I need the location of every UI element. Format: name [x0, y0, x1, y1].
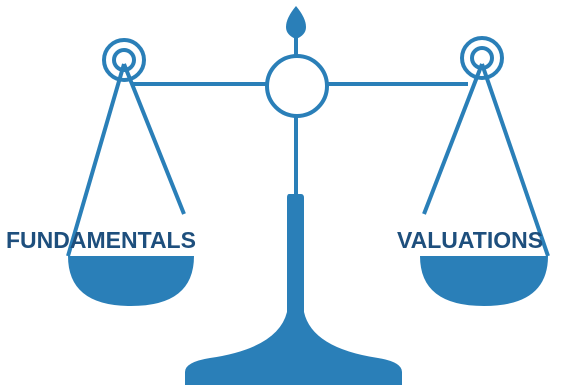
left-pan-string-outer [66, 63, 126, 257]
right-pan-string-outer [480, 63, 550, 257]
scale-beam-left [131, 82, 267, 86]
flame-finial-icon [286, 6, 306, 39]
right-pan-string-inner [422, 63, 484, 215]
left-pan-label: FUNDAMENTALS [6, 227, 196, 253]
scale-base [185, 194, 402, 385]
left-pan-bowl [68, 256, 194, 306]
right-pan-label: VALUATIONS [397, 227, 543, 253]
spiral-hook-icon-right [460, 36, 504, 80]
spiral-hook-icon-left [102, 38, 146, 82]
scale-post [294, 112, 298, 196]
scale-beam-right [328, 82, 468, 86]
finial-stem [294, 38, 298, 62]
left-pan-string-inner [122, 63, 186, 215]
pivot-ring-icon [265, 54, 329, 118]
right-pan-bowl [420, 256, 548, 306]
